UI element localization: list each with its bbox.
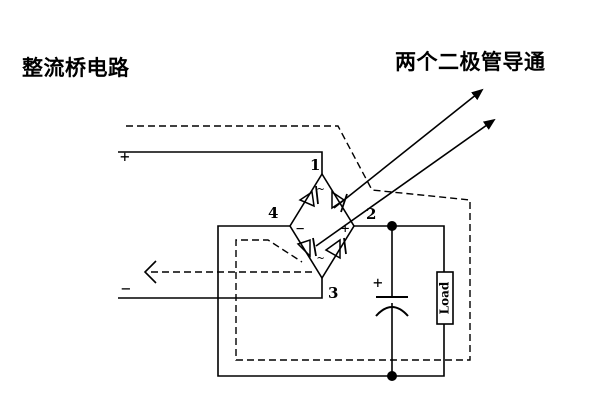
output-negative-wire	[217, 225, 445, 377]
node-label-1: 1	[310, 156, 320, 174]
diode-bottom-left	[296, 237, 317, 258]
title-two-diodes-conducting: 两个二极管导通	[395, 50, 546, 74]
conduction-arrow-lower	[315, 118, 496, 247]
junction-dot-top	[387, 221, 397, 231]
node-label-3: 3	[328, 284, 338, 302]
bridge-plus-sign: +	[341, 221, 349, 237]
input-wire-top	[118, 151, 323, 174]
node-label-4: 4	[268, 204, 278, 222]
output-positive-wire	[354, 225, 445, 272]
conduction-arrow-upper	[333, 88, 484, 209]
capacitor-symbol	[375, 296, 409, 317]
title-rectifier-bridge-circuit: 整流桥电路	[22, 56, 130, 80]
load-label: Load	[438, 281, 452, 314]
load-resistor	[436, 271, 454, 325]
capacitor-plus-sign: +	[373, 273, 383, 292]
bridge-diamond	[289, 172, 355, 280]
diode-bottom-right	[324, 237, 347, 260]
bridge-minus-sign: −	[296, 221, 304, 237]
bridge-tilde-top: ~	[317, 182, 324, 196]
input-plus-sign: +	[120, 147, 130, 166]
bridge-tilde-bottom: ~	[317, 251, 324, 265]
node-label-2: 2	[366, 205, 376, 223]
return-arrow-icon	[143, 260, 157, 284]
junction-dot-bottom	[387, 371, 397, 381]
input-minus-sign: −	[121, 279, 131, 298]
input-wire-bottom	[118, 278, 323, 299]
current-path-dashed-outer	[126, 125, 471, 361]
diode-top-left	[298, 185, 319, 208]
